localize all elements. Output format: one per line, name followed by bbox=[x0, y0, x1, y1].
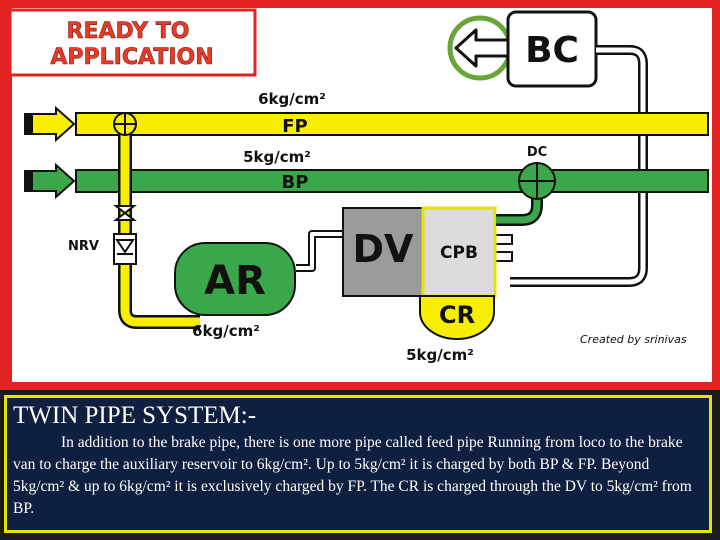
bp-inlet-arrow-icon bbox=[31, 162, 76, 200]
description-body: In addition to the brake pipe, there is … bbox=[13, 434, 692, 517]
status-box bbox=[8, 8, 257, 77]
ar-pressure: 6kg/cm² bbox=[192, 322, 260, 340]
bc-label: BC bbox=[525, 30, 579, 71]
description-panel: TWIN PIPE SYSTEM:- In addition to the br… bbox=[4, 395, 712, 533]
bp-label: BP bbox=[282, 172, 309, 193]
credit-text: Created by srinivas bbox=[580, 333, 687, 346]
dv-block bbox=[342, 207, 424, 297]
nrv-label: NRV bbox=[68, 239, 99, 254]
cr-tank bbox=[419, 295, 495, 340]
cpb-label: CPB bbox=[440, 243, 478, 263]
dc-label: DC bbox=[527, 145, 547, 160]
fp-pressure: 6kg/cm² bbox=[258, 90, 326, 108]
bp-pressure: 5kg/cm² bbox=[243, 148, 311, 166]
fp-inlet-block bbox=[24, 113, 32, 135]
brake-pipe bbox=[75, 169, 709, 193]
dv-label: DV bbox=[353, 227, 415, 271]
ar-label: AR bbox=[204, 258, 266, 304]
dc-branch-pipe-fill bbox=[496, 181, 541, 224]
fp-inlet-arrow-icon bbox=[31, 105, 76, 143]
fp-branch-pipe-fill bbox=[120, 124, 200, 327]
ar-tank bbox=[174, 242, 296, 316]
isolating-cock-icon bbox=[113, 205, 137, 221]
ar-to-dv-pipe-inner bbox=[296, 232, 344, 270]
description-title: TWIN PIPE SYSTEM:- bbox=[13, 402, 257, 429]
cr-label: CR bbox=[439, 301, 475, 329]
cpb-connector-top bbox=[493, 234, 513, 245]
feed-pipe bbox=[75, 112, 709, 136]
cpb-connector-bottom bbox=[493, 251, 513, 262]
status-line-2: APPLICATION bbox=[50, 45, 213, 70]
cr-pressure: 5kg/cm² bbox=[406, 346, 474, 364]
fp-label: FP bbox=[282, 116, 308, 137]
bp-inlet-block bbox=[24, 170, 32, 192]
nrv-icon bbox=[115, 239, 135, 254]
status-line-1: READY TO bbox=[67, 19, 190, 44]
bc-to-cpb-pipe-inner bbox=[510, 47, 646, 285]
